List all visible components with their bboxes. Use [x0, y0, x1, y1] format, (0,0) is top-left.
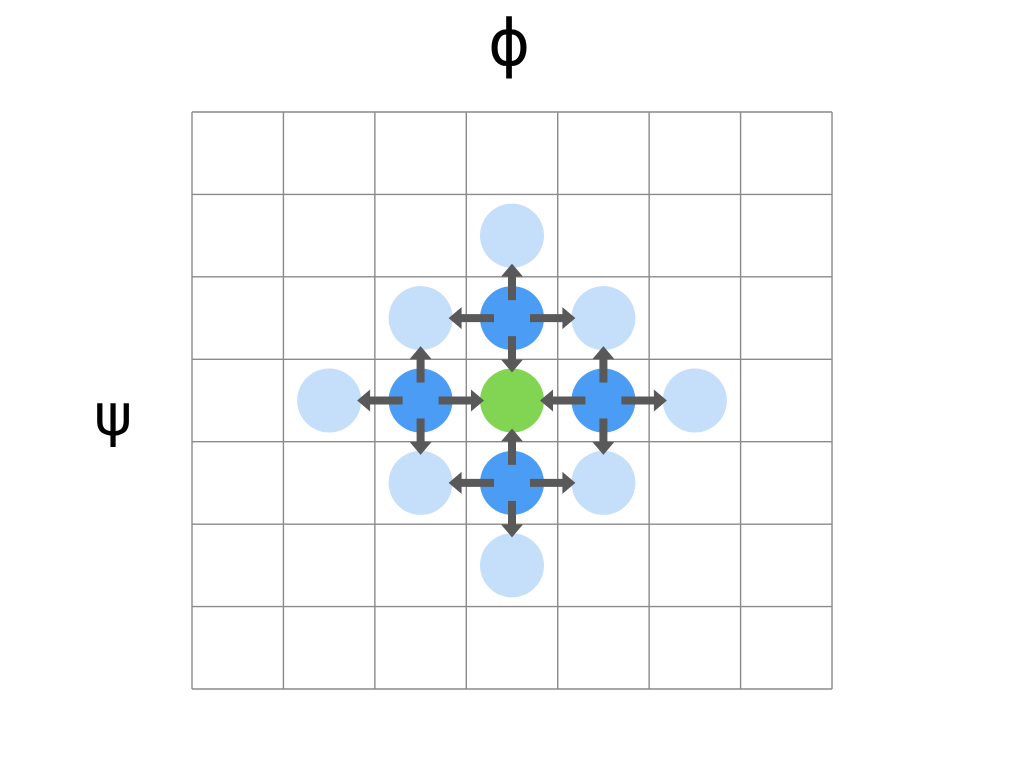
second-ring-node [480, 533, 545, 598]
first-ring-node [480, 450, 545, 515]
nodes [297, 203, 727, 598]
center-node [480, 368, 545, 433]
second-ring-node [571, 286, 636, 351]
arrow [501, 428, 523, 465]
arrow [501, 500, 523, 538]
arrow [592, 418, 615, 455]
arrow [501, 336, 523, 373]
arrow [438, 389, 484, 412]
arrow [621, 389, 667, 412]
arrow [448, 307, 494, 330]
phi-axis-label: ϕ [488, 7, 531, 81]
arrow [592, 346, 615, 383]
arrow [501, 263, 523, 301]
arrow [530, 307, 576, 330]
arrow [540, 389, 586, 412]
arrow [409, 418, 432, 455]
second-ring-node [297, 368, 362, 433]
arrow [448, 471, 494, 494]
second-ring-node [571, 450, 636, 515]
arrows [357, 263, 667, 538]
second-ring-node [480, 203, 545, 268]
first-ring-node [388, 368, 453, 433]
arrow [357, 389, 403, 412]
arrow [409, 346, 432, 383]
second-ring-node [662, 368, 727, 433]
arrow [530, 471, 576, 494]
first-ring-node [571, 368, 636, 433]
second-ring-node [388, 286, 453, 351]
second-ring-node [388, 450, 453, 515]
first-ring-node [480, 286, 545, 351]
psi-axis-label: ψ [94, 381, 133, 449]
